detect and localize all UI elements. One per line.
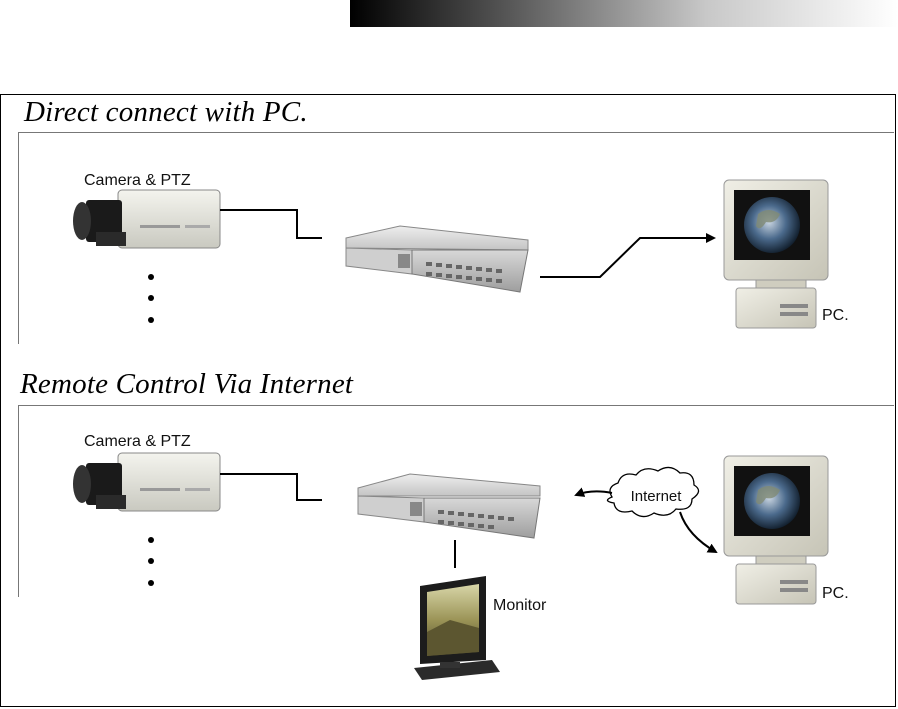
camera-icon-1 <box>73 190 220 248</box>
dvr-icon-1 <box>346 226 528 292</box>
camera-icon-2 <box>73 453 220 511</box>
internet-label: Internet <box>631 488 683 505</box>
camera-dots-2 <box>148 537 154 586</box>
dvr-icon-2 <box>358 474 540 538</box>
camera-to-dvr-cable-2 <box>220 474 322 500</box>
internet-to-pc-arrow <box>680 512 716 552</box>
pc-icon-1 <box>724 180 828 328</box>
monitor-icon <box>414 576 500 680</box>
pc-icon-2 <box>724 456 828 604</box>
camera-dots-1 <box>148 274 154 323</box>
camera-to-dvr-cable-1 <box>220 210 322 238</box>
dvr-to-pc-arrow <box>540 238 714 277</box>
internet-to-dvr-arrow <box>576 491 612 495</box>
